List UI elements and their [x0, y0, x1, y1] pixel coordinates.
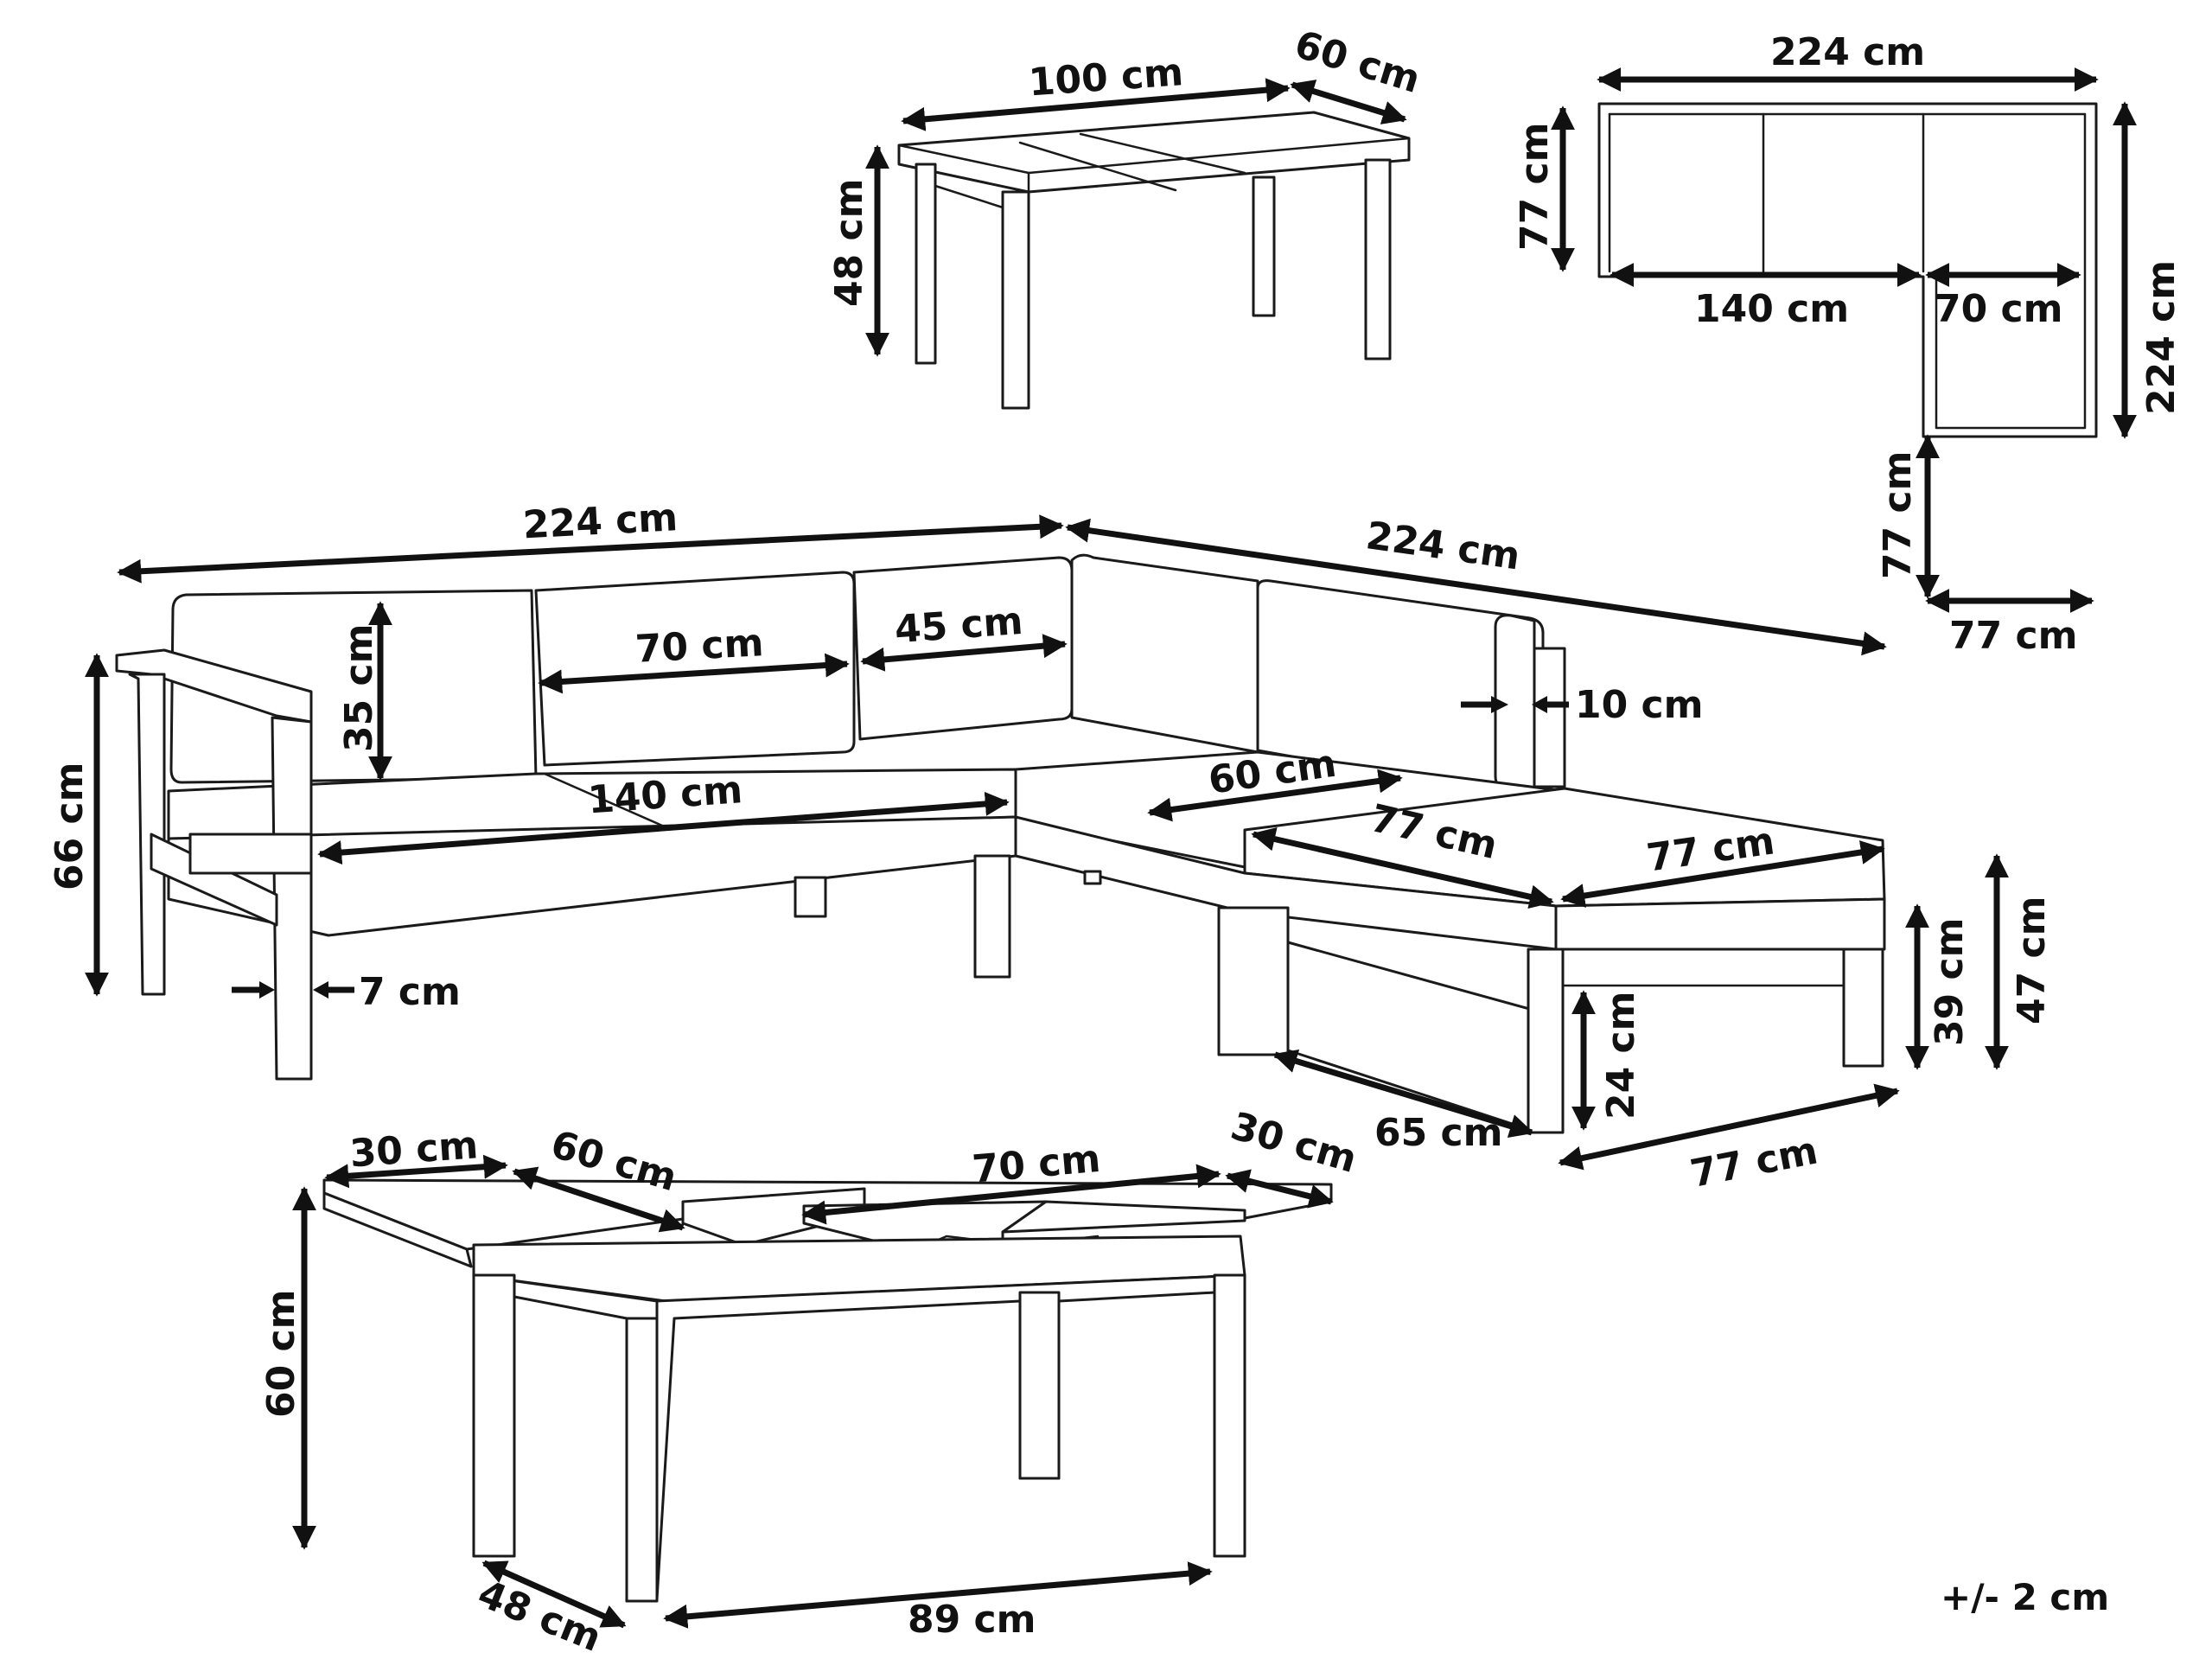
dimension-arrows [85, 67, 2137, 1629]
top-view-width-label: 224 cm [1770, 30, 1925, 74]
cushion-45-label: 45 cm [893, 599, 1024, 652]
side-table-width-label: 100 cm [1027, 50, 1184, 105]
leg-7-label: 7 cm [359, 970, 461, 1014]
armrest-10-label: 10 cm [1575, 683, 1703, 727]
side-table-drawing [897, 111, 1411, 410]
clearance-24-label: 24 cm [1599, 992, 1643, 1120]
chaise-height-47-label: 47 cm [2010, 896, 2054, 1024]
chaise-depth-65-label: 65 cm [1374, 1111, 1502, 1155]
tolerance-note: +/- 2 cm [1941, 1576, 2109, 1618]
seat-140-label: 140 cm [586, 768, 743, 822]
table-length-label: 89 cm [908, 1598, 1036, 1642]
top-view-seat-140-label: 140 cm [1694, 287, 1849, 331]
table-height-label: 60 cm [259, 1290, 303, 1418]
top-view-right-depth-label: 224 cm [2139, 260, 2183, 415]
chaise-width-77-label: 77 cm [1687, 1128, 1821, 1196]
top-view-seat-70-label: 70 cm [1935, 287, 2062, 331]
cushion-70-label: 70 cm [634, 621, 765, 672]
table-top-30-right-label: 30 cm [1226, 1104, 1361, 1182]
sofa-length-left-label: 224 cm [522, 495, 679, 547]
sofa-height-label: 66 cm [48, 763, 92, 890]
chaise-height-39-label: 39 cm [1928, 918, 1972, 1046]
table-top-30-left-label: 30 cm [348, 1123, 480, 1176]
top-view-drawing [1597, 102, 2098, 438]
top-view-chaise-width-label: 77 cm [1949, 614, 2077, 658]
sofa-length-right-label: 224 cm [1363, 514, 1522, 578]
backrest-height-label: 35 cm [337, 624, 381, 752]
top-view-chaise-depth-label: 77 cm [1876, 451, 1920, 579]
coffee-table-drawing [322, 1178, 1333, 1603]
side-table-height-label: 48 cm [827, 179, 871, 307]
top-view-left-depth-label: 77 cm [1513, 123, 1557, 251]
